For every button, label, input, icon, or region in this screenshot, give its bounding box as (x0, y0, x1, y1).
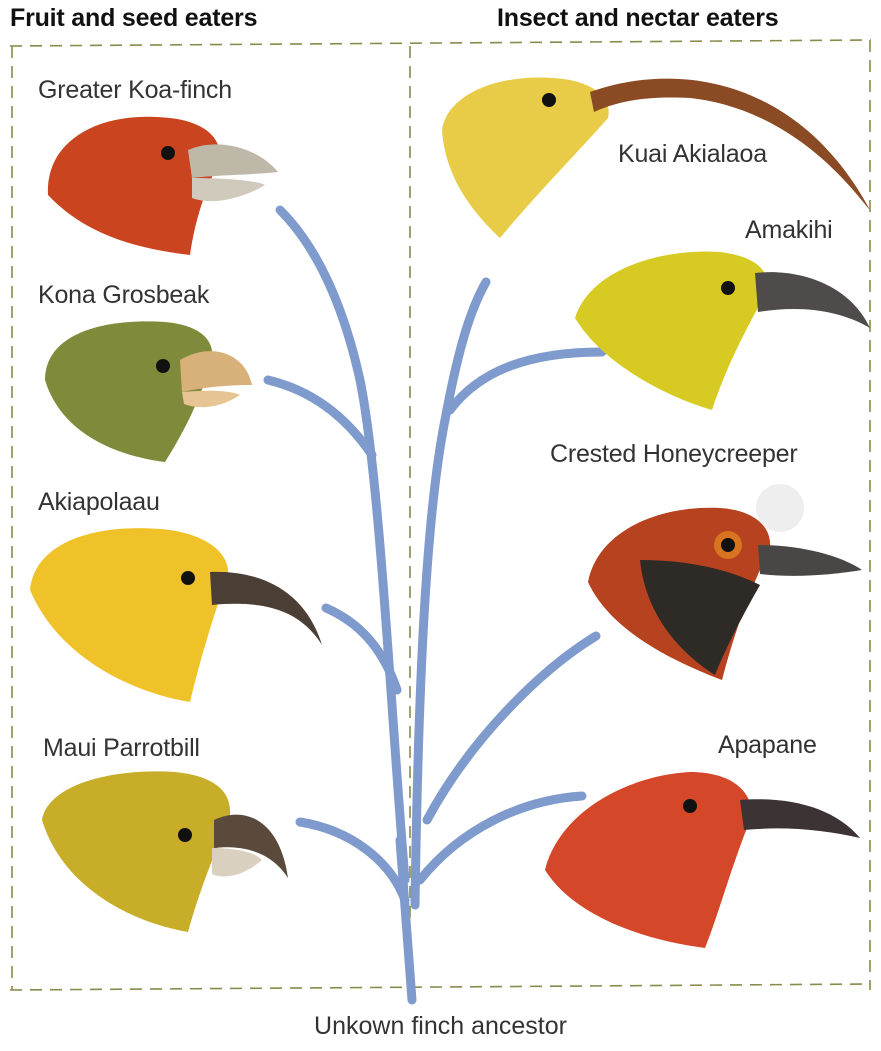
apapane-eye (683, 799, 697, 813)
label-crested-honeycreeper: Crested Honeycreeper (550, 440, 798, 469)
label-amakihi: Amakihi (745, 216, 833, 245)
maui-parrotbill-head (42, 771, 230, 932)
label-apapane: Apapane (718, 731, 817, 760)
label-akiapolaau: Akiapolaau (38, 488, 160, 517)
maui-parrotbill-bill-lower (212, 848, 262, 876)
crested-honeycreeper-bill (758, 545, 862, 576)
crested-honeycreeper-illustration (588, 484, 862, 680)
akiapolaau-bill (210, 572, 322, 645)
phylogenetic-tree (268, 210, 602, 1000)
kuai-akialaoa-head (442, 77, 609, 238)
akiapolaau-illustration (30, 528, 322, 702)
amakihi-eye (721, 281, 735, 295)
branch-crested-honeycreeper (427, 636, 596, 820)
kuai-akialaoa-eye (542, 93, 556, 107)
crested-honeycreeper-eye (721, 538, 735, 552)
amakihi-illustration (575, 252, 870, 410)
akiapolaau-eye (181, 571, 195, 585)
insect-nectar-eaters-heading: Insect and nectar eaters (497, 4, 778, 33)
kona-grosbeak-illustration (45, 321, 252, 462)
ancestor-label: Unkown finch ancestor (0, 1012, 881, 1041)
kona-grosbeak-eye (156, 359, 170, 373)
branch-kona-grosbeak (268, 380, 372, 455)
fruit-seed-eaters-heading: Fruit and seed eaters (10, 4, 257, 33)
kona-grosbeak-bill-upper (180, 351, 252, 392)
maui-parrotbill-eye (178, 828, 192, 842)
greater-koa-finch-bill-upper (188, 144, 278, 178)
amakihi-head (575, 252, 768, 410)
branch-amakihi (450, 352, 602, 410)
branch-maui-parrotbill (300, 822, 405, 900)
apapane-bill (740, 799, 860, 838)
label-kuai-akialaoa: Kuai Akialaoa (618, 140, 767, 169)
label-maui-parrotbill: Maui Parrotbill (43, 734, 200, 763)
greater-koa-finch-eye (161, 146, 175, 160)
greater-koa-finch-bill-lower (192, 178, 265, 201)
crested-honeycreeper-crest (756, 484, 804, 532)
label-kona-grosbeak: Kona Grosbeak (38, 281, 209, 310)
label-greater-koa-finch: Greater Koa-finch (38, 76, 232, 105)
amakihi-bill (755, 272, 870, 328)
greater-koa-finch-illustration (48, 117, 278, 255)
top-border-line (10, 40, 871, 46)
branch-kuai-akialaoa (415, 282, 486, 905)
branch-greater-koa-finch (280, 210, 405, 880)
apapane-illustration (545, 772, 860, 948)
kona-grosbeak-bill-lower (182, 391, 240, 407)
bottom-border-line (10, 984, 871, 990)
maui-parrotbill-illustration (42, 771, 288, 932)
akiapolaau-head (30, 528, 228, 702)
